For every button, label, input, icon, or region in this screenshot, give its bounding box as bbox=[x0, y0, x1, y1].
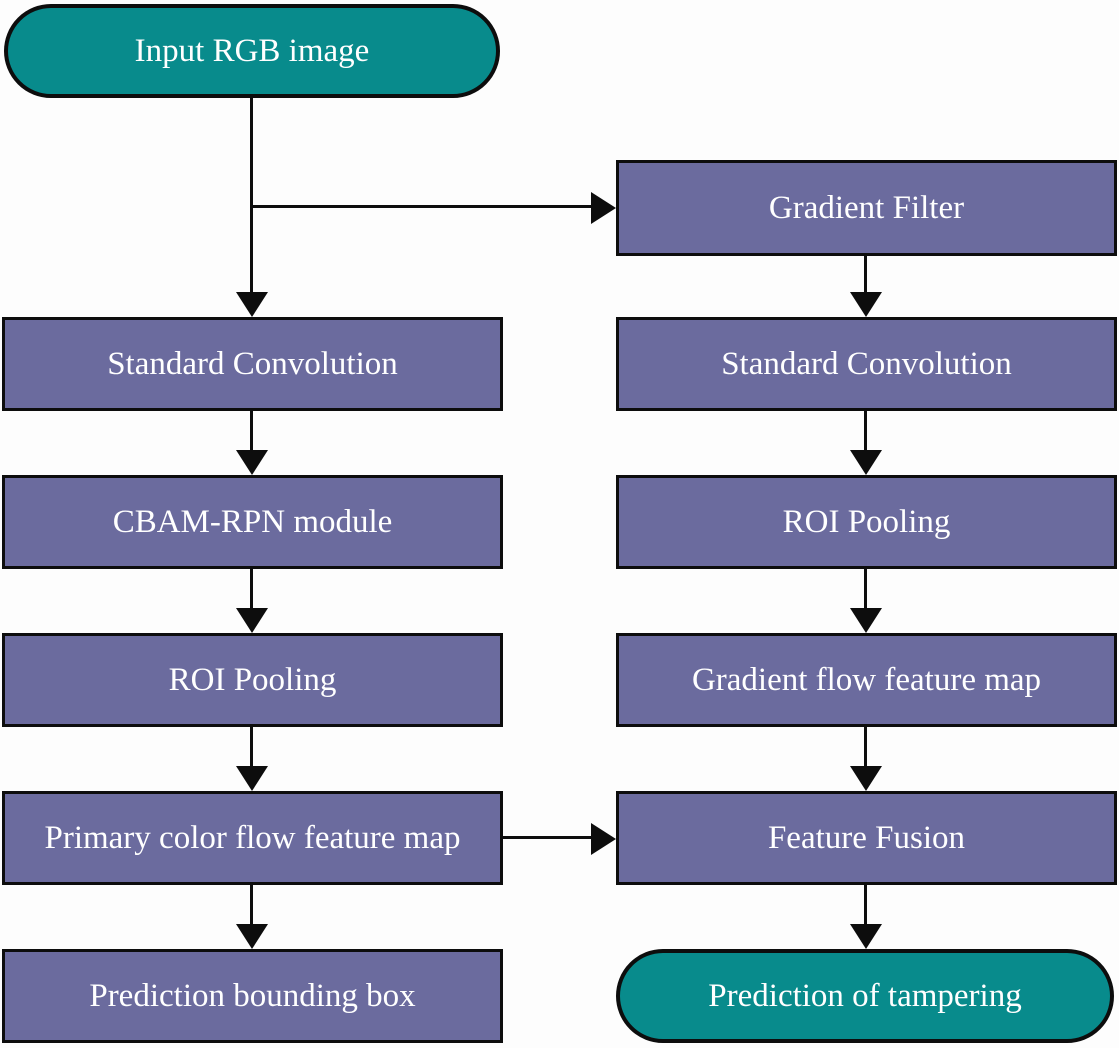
node-input-rgb-image: Input RGB image bbox=[4, 4, 500, 98]
arrowhead-std-conv-left-to-cbam bbox=[236, 450, 268, 475]
arrowhead-cbam-to-roi-left bbox=[236, 608, 268, 633]
node-gradient-flow-feature-map: Gradient flow feature map bbox=[616, 633, 1117, 727]
arrowhead-roi-right-to-gradient-flow-map bbox=[850, 608, 882, 633]
node-cbam-rpn-module: CBAM-RPN module bbox=[2, 475, 503, 569]
node-prediction-bounding-box: Prediction bounding box bbox=[2, 949, 503, 1043]
arrowhead-input-to-gradient-filter bbox=[591, 192, 616, 224]
arrow-shaft-primary-map-to-feature-fusion bbox=[503, 836, 591, 839]
arrow-shaft-cbam-to-roi-left bbox=[250, 569, 253, 608]
node-prediction-of-tampering: Prediction of tampering bbox=[616, 949, 1114, 1043]
arrow-shaft-feature-fusion-to-prediction-tampering bbox=[864, 885, 867, 924]
node-roi-pooling-right: ROI Pooling bbox=[616, 475, 1117, 569]
node-feature-fusion: Feature Fusion bbox=[616, 791, 1117, 885]
arrow-shaft-input-to-gradient-filter bbox=[250, 205, 591, 208]
arrowhead-gradient-filter-to-std-conv-right bbox=[850, 292, 882, 317]
arrow-shaft-gradient-flow-map-to-feature-fusion bbox=[864, 727, 867, 766]
node-roi-pooling-left: ROI Pooling bbox=[2, 633, 503, 727]
node-standard-convolution-left: Standard Convolution bbox=[2, 317, 503, 411]
arrowhead-feature-fusion-to-prediction-tampering bbox=[850, 924, 882, 949]
arrow-shaft-input-to-std-conv-left bbox=[250, 98, 253, 292]
node-gradient-filter: Gradient Filter bbox=[616, 160, 1117, 256]
arrowhead-primary-map-to-prediction-bbox bbox=[236, 924, 268, 949]
arrow-shaft-std-conv-right-to-roi-right bbox=[864, 411, 867, 450]
arrow-shaft-primary-map-to-prediction-bbox bbox=[250, 885, 253, 924]
arrow-shaft-roi-left-to-primary-map bbox=[250, 727, 253, 766]
arrow-shaft-std-conv-left-to-cbam bbox=[250, 411, 253, 450]
arrowhead-roi-left-to-primary-map bbox=[236, 766, 268, 791]
arrow-shaft-gradient-filter-to-std-conv-right bbox=[864, 256, 867, 292]
node-standard-convolution-right: Standard Convolution bbox=[616, 317, 1117, 411]
arrowhead-primary-map-to-feature-fusion bbox=[591, 823, 616, 855]
node-primary-color-flow-feature-map: Primary color flow feature map bbox=[2, 791, 503, 885]
arrow-shaft-roi-right-to-gradient-flow-map bbox=[864, 569, 867, 608]
arrowhead-std-conv-right-to-roi-right bbox=[850, 450, 882, 475]
arrowhead-gradient-flow-map-to-feature-fusion bbox=[850, 766, 882, 791]
arrowhead-input-to-std-conv-left bbox=[236, 292, 268, 317]
